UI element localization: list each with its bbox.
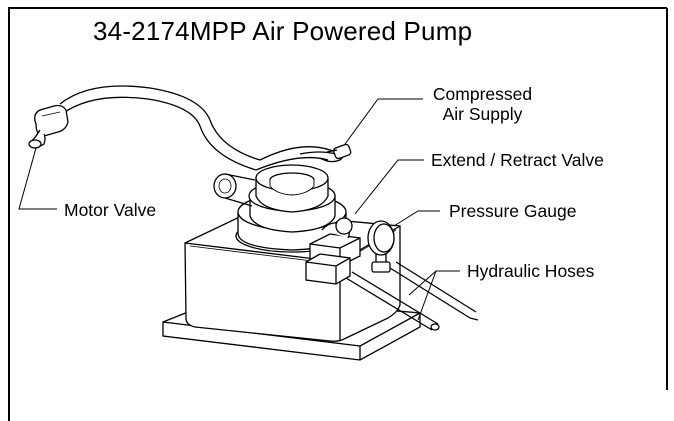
hydraulic-hoses-part bbox=[345, 261, 479, 331]
diagram-title: 34-2174MPP Air Powered Pump bbox=[93, 16, 473, 46]
label-compressed-air-supply: Compressed Air Supply bbox=[420, 84, 545, 124]
extend-retract-valve-part bbox=[305, 217, 361, 285]
air-supply-line bbox=[299, 143, 352, 163]
air-hose bbox=[59, 85, 342, 171]
label-extend-retract-valve: Extend / Retract Valve bbox=[431, 150, 604, 170]
label-compressed-air-supply-line2: Air Supply bbox=[442, 104, 523, 124]
pressure-gauge-part bbox=[367, 220, 395, 273]
label-compressed-air-supply-line1: Compressed bbox=[432, 84, 533, 104]
leader-lines bbox=[18, 98, 460, 321]
label-hydraulic-hoses: Hydraulic Hoses bbox=[467, 261, 595, 281]
frame-border bbox=[8, 7, 668, 421]
label-pressure-gauge: Pressure Gauge bbox=[449, 201, 577, 221]
label-motor-valve: Motor Valve bbox=[64, 200, 157, 220]
motor-valve-part bbox=[28, 104, 69, 149]
